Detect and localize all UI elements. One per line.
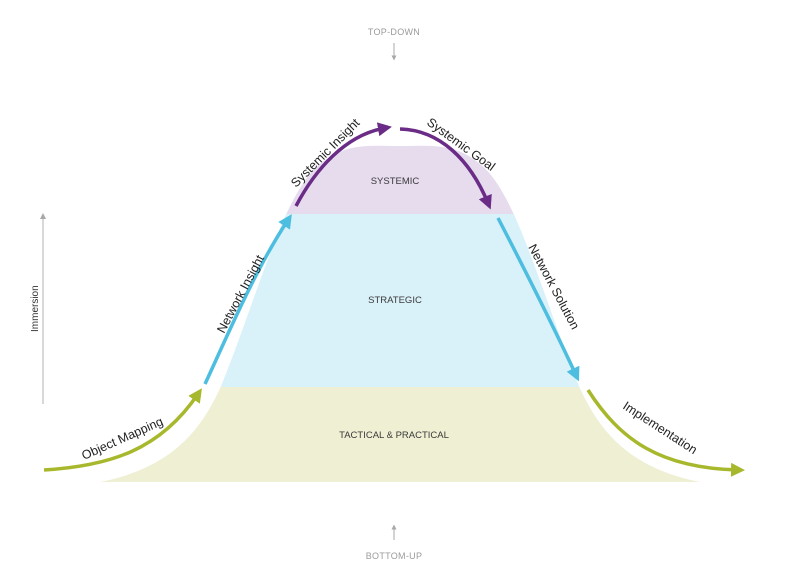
arrow-implementation [586, 389, 745, 477]
arrow-systemic-insight [294, 122, 392, 207]
arrow-network-solution [496, 217, 580, 382]
band-label-systemic: SYSTEMIC [371, 176, 420, 187]
top-down-label: TOP-DOWN [368, 27, 420, 37]
band-label-tactical: TACTICAL & PRACTICAL [339, 430, 449, 441]
arrow-object-mapping [43, 388, 202, 472]
bottom-up-label: BOTTOM-UP [366, 551, 423, 561]
arrow-systemic-goal [399, 127, 492, 210]
arrow-network-insight [203, 214, 292, 385]
band-label-strategic: STRATEGIC [368, 295, 422, 306]
immersion-axis-label: Immersion [30, 285, 41, 332]
